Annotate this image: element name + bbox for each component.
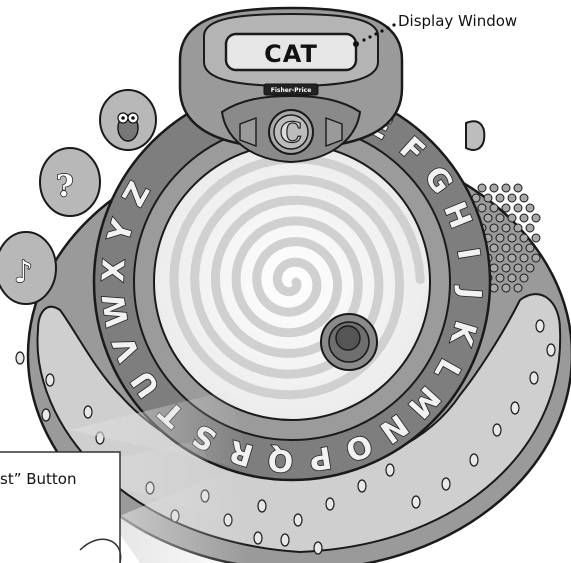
speaker-hole — [526, 224, 534, 232]
rim-dot — [530, 372, 538, 384]
rim-dot — [547, 344, 555, 356]
ring-letter-w: W — [96, 291, 136, 329]
speaker-hole — [532, 214, 540, 222]
rim-dot — [16, 352, 24, 364]
question-button[interactable]: ? — [40, 148, 100, 216]
speaker-hole — [520, 194, 528, 202]
rim-dot — [314, 542, 322, 554]
rim-dot — [294, 514, 302, 526]
rim-dot — [254, 532, 262, 544]
speaker-hole — [478, 184, 486, 192]
owl-icon — [118, 113, 138, 141]
rim-dot — [412, 496, 420, 508]
badge-letter: C — [280, 116, 302, 149]
speaker-hole — [532, 254, 540, 262]
speaker-hole — [484, 194, 492, 202]
question-icon: ? — [56, 169, 74, 204]
rim-dot — [258, 500, 266, 512]
speaker-hole — [526, 204, 534, 212]
rim-dot — [84, 406, 92, 418]
speaker-hole — [496, 194, 504, 202]
speaker-hole — [514, 264, 522, 272]
speaker-hole — [478, 204, 486, 212]
speaker-hole — [496, 214, 504, 222]
owl-button[interactable] — [100, 90, 156, 150]
speaker-hole — [502, 224, 510, 232]
speaker-hole — [508, 254, 516, 262]
speaker-hole — [490, 204, 498, 212]
rim-dot — [470, 454, 478, 466]
speaker-hole — [502, 264, 510, 272]
svg-text:Fisher-Price: Fisher-Price — [271, 87, 312, 94]
speaker-hole — [508, 274, 516, 282]
speaker-hole — [502, 184, 510, 192]
speaker-hole — [490, 264, 498, 272]
brand-logo: Fisher-Price — [264, 84, 318, 95]
speaker-hole — [484, 214, 492, 222]
rim-dot — [281, 534, 289, 546]
speaker-hole — [514, 224, 522, 232]
speaker-hole — [508, 214, 516, 222]
speaker-hole — [508, 234, 516, 242]
display-window: CAT — [226, 34, 356, 70]
rim-dot — [42, 409, 50, 421]
speaker-hole — [532, 234, 540, 242]
speaker-hole — [496, 274, 504, 282]
speaker-hole — [520, 274, 528, 282]
rim-dot — [442, 478, 450, 490]
speaker-hole — [490, 224, 498, 232]
speaker-hole — [526, 244, 534, 252]
display-word: CAT — [264, 40, 318, 68]
speaker-hole — [514, 184, 522, 192]
speaker-hole — [514, 244, 522, 252]
speaker-hole — [502, 204, 510, 212]
display-window-label: Display Window — [398, 12, 517, 30]
speaker-hole — [526, 264, 534, 272]
speaker-hole — [520, 234, 528, 242]
joystick[interactable] — [321, 314, 377, 370]
rim-dot — [46, 374, 54, 386]
speaker-hole — [514, 204, 522, 212]
speaker-hole — [490, 184, 498, 192]
speaker-hole — [502, 244, 510, 252]
rim-dot — [493, 424, 501, 436]
speaker-hole — [490, 244, 498, 252]
rim-dot — [358, 480, 366, 492]
music-button[interactable]: ♪ — [0, 232, 56, 304]
rim-dot — [536, 320, 544, 332]
quest-callout-box — [0, 452, 121, 563]
speaker-hole — [496, 234, 504, 242]
quest-button-label: st” Button — [0, 470, 76, 488]
ring-letter-q: Q — [267, 441, 295, 478]
rim-dot — [386, 464, 394, 476]
music-note-icon: ♪ — [14, 255, 33, 290]
ring-letter-x: X — [96, 258, 132, 283]
speaker-hole — [508, 194, 516, 202]
rim-dot — [326, 498, 334, 510]
speaker-hole — [496, 254, 504, 262]
speaker-hole — [520, 254, 528, 262]
speaker-hole — [514, 284, 522, 292]
speaker-hole — [520, 214, 528, 222]
rim-dot — [511, 402, 519, 414]
speaker-hole — [502, 284, 510, 292]
swirl-center — [154, 144, 430, 420]
